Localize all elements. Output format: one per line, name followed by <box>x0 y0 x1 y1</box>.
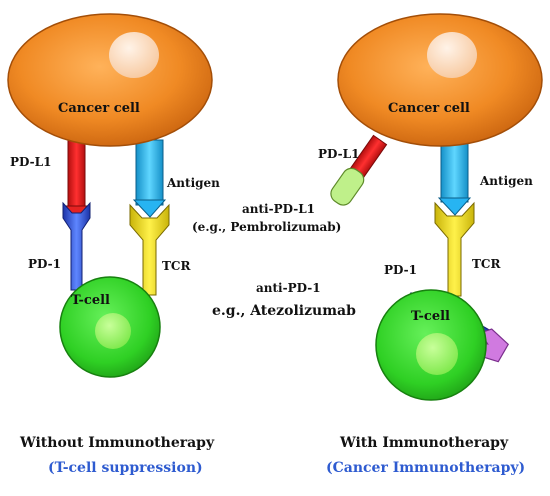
left-caption-subtitle: (T-cell suppression) <box>48 460 203 476</box>
right-anti-pd-l1-antibody <box>330 167 365 206</box>
right-anti-pd-l1-example: (e.g., Pembrolizumab) <box>192 220 341 234</box>
left-antigen-tip <box>132 199 167 218</box>
right-panel: Cancer cell T-cell PD-L1 Antigen anti-PD… <box>192 13 543 476</box>
right-tcr-receptor <box>434 201 475 297</box>
right-t-cell-label: T-cell <box>411 309 450 324</box>
left-antigen-receptor <box>135 139 164 206</box>
right-pd-l1-label: PD-L1 <box>318 147 359 161</box>
right-caption-subtitle: (Cancer Immunotherapy) <box>326 460 525 476</box>
right-cancer-cell-label: Cancer cell <box>388 101 470 116</box>
right-t-cell-nucleus <box>416 333 458 375</box>
right-anti-pd-1-example: e.g., Atezolizumab <box>212 303 356 319</box>
left-pd-1-receptor <box>62 201 91 291</box>
left-antigen-label: Antigen <box>166 176 220 190</box>
left-tcr-label: TCR <box>162 259 191 273</box>
right-anti-pd-l1-label: anti-PD-L1 <box>242 202 315 216</box>
left-pd-l1-label: PD-L1 <box>10 155 51 169</box>
right-antigen-label: Antigen <box>479 174 533 188</box>
right-pd-1-label: PD-1 <box>384 263 417 277</box>
left-tcr-receptor <box>129 203 170 296</box>
left-pd-1-label: PD-1 <box>28 257 61 271</box>
right-antigen-tip <box>437 197 472 216</box>
left-caption-title: Without Immunotherapy <box>19 435 215 451</box>
right-pd-l1-group <box>330 134 388 206</box>
right-tcr-label: TCR <box>472 257 501 271</box>
left-cancer-nucleus <box>109 32 159 78</box>
left-t-cell-nucleus <box>95 313 131 349</box>
left-panel: Cancer cell T-cell PD-L1 Antigen PD-1 TC… <box>7 13 220 476</box>
right-cancer-nucleus <box>427 32 477 78</box>
right-caption-title: With Immunotherapy <box>339 435 509 451</box>
right-cancer-cell <box>337 13 543 147</box>
right-antigen-receptor <box>440 139 469 203</box>
left-cancer-cell-label: Cancer cell <box>58 101 140 116</box>
left-t-cell-label: T-cell <box>71 293 110 308</box>
left-cancer-cell <box>7 13 213 147</box>
right-anti-pd-1-label: anti-PD-1 <box>256 281 321 295</box>
left-pd-l1-receptor <box>67 139 86 211</box>
